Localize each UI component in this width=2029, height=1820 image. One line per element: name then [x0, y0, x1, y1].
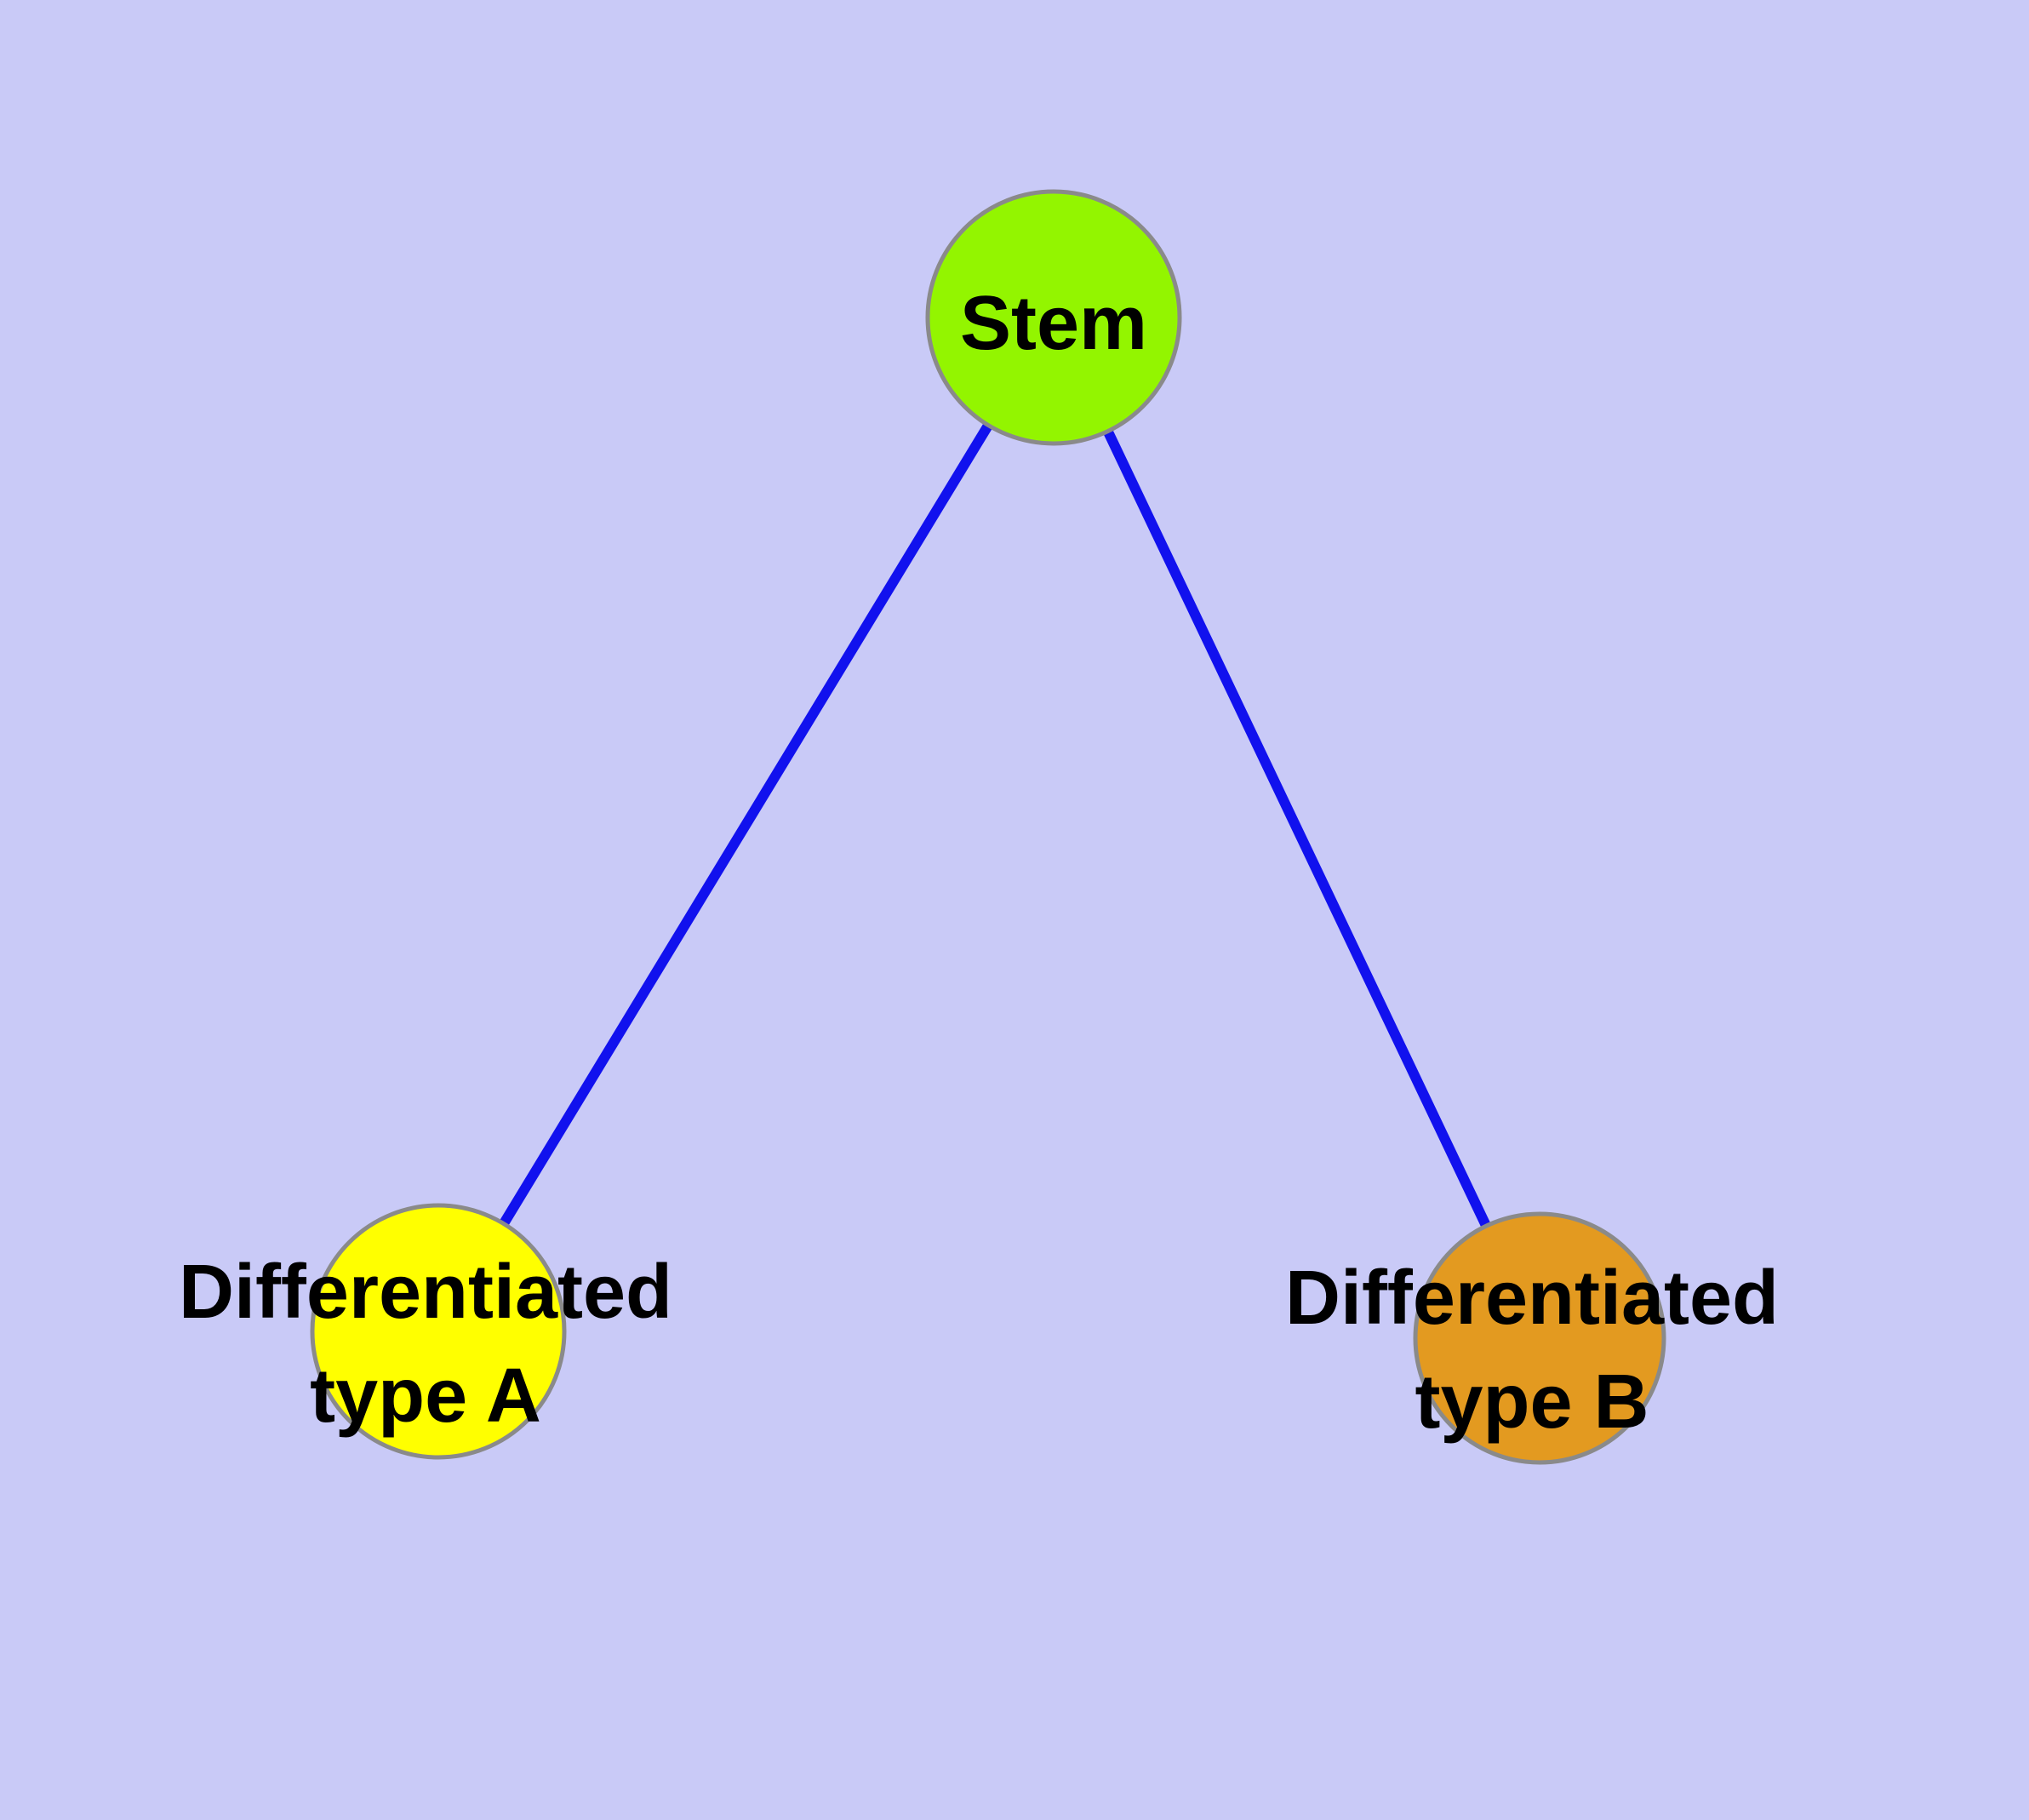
node-stem-label: Stem — [960, 281, 1147, 366]
node-type-a-label-line1: Differentiated — [179, 1250, 672, 1335]
node-type-a-label-line2: type A — [310, 1354, 541, 1439]
edge-stem-to-type-b — [1049, 315, 1545, 1341]
node-differentiated-type-b — [1413, 1211, 1666, 1465]
node-stem — [925, 189, 1182, 446]
node-type-b-label-line1: Differentiated — [1285, 1256, 1779, 1341]
node-differentiated-type-a — [310, 1203, 567, 1460]
edge-stem-to-type-a — [433, 314, 1059, 1335]
node-type-b-label-line2: type B — [1415, 1359, 1649, 1445]
